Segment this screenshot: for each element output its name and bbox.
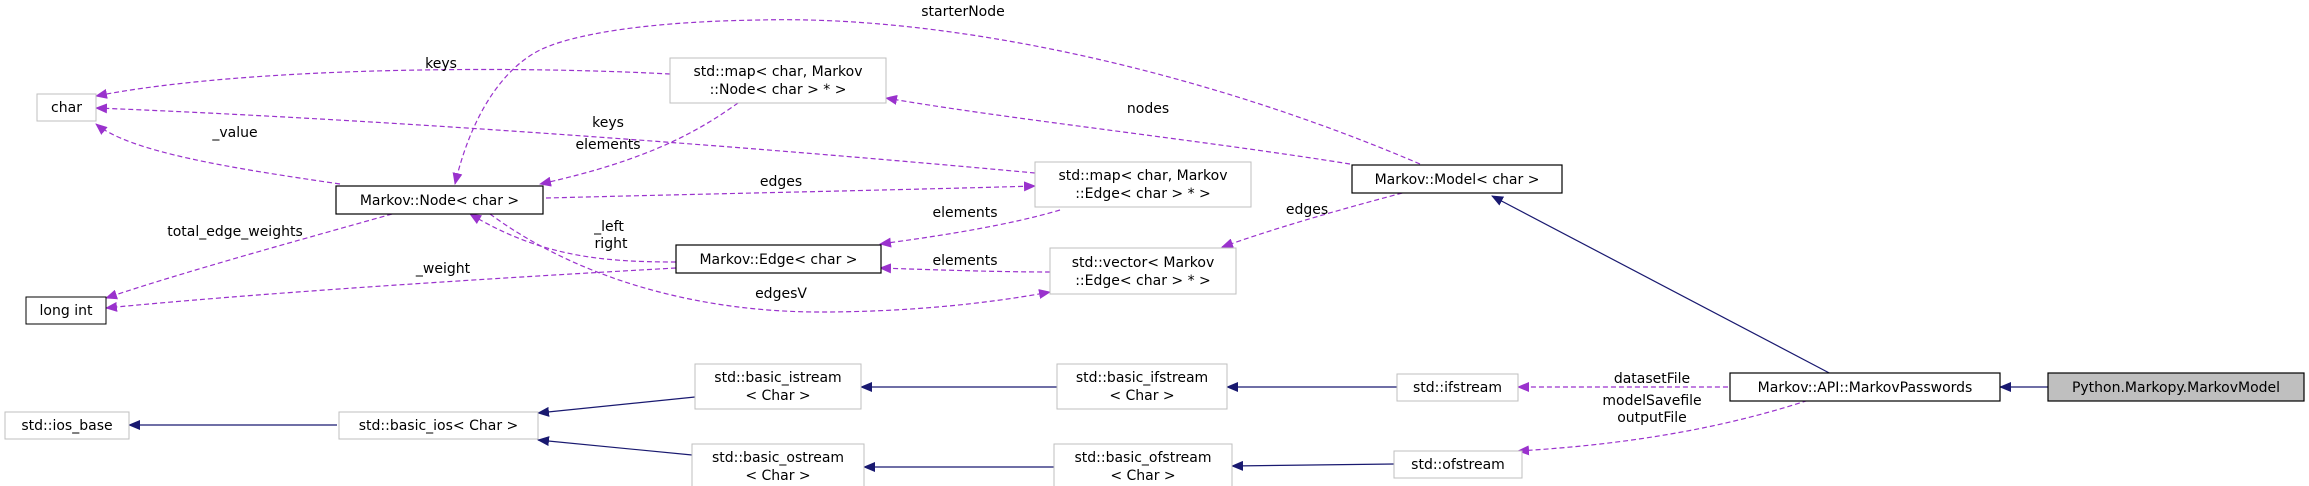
label-right: right bbox=[595, 236, 628, 252]
nodes: char long int std::map< char, Markov ::N… bbox=[4, 57, 2305, 486]
label-elements-node: elements bbox=[575, 137, 640, 153]
node-char-label: char bbox=[51, 100, 82, 116]
label-model-savefile: modelSavefile bbox=[1602, 393, 1701, 409]
edge-keys-map-node-to-char bbox=[95, 68, 671, 99]
node-long-int-label: long int bbox=[40, 303, 93, 319]
edge-basic-istream-to-basic-ios bbox=[537, 396, 696, 417]
node-markov-passwords-label: Markov::API::MarkovPasswords bbox=[1758, 380, 1973, 396]
usage-edges bbox=[95, 19, 1816, 456]
node-markov-node-label: Markov::Node< char > bbox=[360, 193, 519, 209]
node-basic-ostream[interactable]: std::basic_ostream < Char > bbox=[691, 443, 865, 486]
node-map-node[interactable]: std::map< char, Markov ::Node< char > * … bbox=[669, 57, 887, 104]
node-basic-ifstream-line-2: < Char > bbox=[1109, 388, 1174, 404]
node-ifstream[interactable]: std::ifstream bbox=[1396, 373, 1519, 402]
label-weight: _weight bbox=[415, 261, 471, 277]
label-edges-v: edgesV bbox=[755, 286, 807, 302]
edge-ofstream-to-basic-ofstream bbox=[1231, 460, 1395, 471]
node-basic-ios[interactable]: std::basic_ios< Char > bbox=[338, 411, 539, 440]
node-map-edge-line-2: ::Edge< char > * > bbox=[1075, 186, 1211, 202]
node-ofstream[interactable]: std::ofstream bbox=[1393, 450, 1523, 479]
edge-labels: starterNode keys nodes keys _value eleme… bbox=[167, 4, 1701, 426]
edge-basic-ostream-to-basic-ios bbox=[537, 436, 693, 456]
node-ios-base[interactable]: std::ios_base bbox=[4, 411, 130, 440]
edge-elements-map-node-to-node bbox=[539, 102, 739, 187]
node-basic-ifstream-line-1: std::basic_ifstream bbox=[1076, 370, 1208, 386]
edge-elements-vector-to-edge bbox=[879, 263, 1051, 274]
edge-elements-map-edge-to-edge bbox=[879, 209, 1061, 248]
node-markov-edge[interactable]: Markov::Edge< char > bbox=[675, 244, 882, 274]
node-basic-ifstream[interactable]: std::basic_ifstream < Char > bbox=[1056, 363, 1228, 410]
node-markopy-model-label: Python.Markopy.MarkovModel bbox=[2072, 380, 2280, 396]
edge-value-node-to-char bbox=[95, 123, 341, 185]
label-total-edge-weights: total_edge_weights bbox=[167, 224, 303, 240]
node-basic-istream-line-2: < Char > bbox=[745, 388, 810, 404]
label-edges-node: edges bbox=[760, 174, 802, 190]
edge-edges-model-to-vector bbox=[1221, 190, 1411, 249]
edge-edges-v-node-to-vector bbox=[489, 213, 1051, 313]
label-value: _value bbox=[211, 125, 257, 141]
node-vector-edge-line-1: std::vector< Markov bbox=[1072, 255, 1215, 271]
node-markopy-model[interactable]: Python.Markopy.MarkovModel bbox=[2047, 372, 2305, 402]
node-vector-edge-line-2: ::Edge< char > * > bbox=[1075, 273, 1211, 289]
node-basic-ofstream-line-2: < Char > bbox=[1110, 468, 1175, 484]
label-starter-node: starterNode bbox=[921, 4, 1005, 20]
node-map-edge[interactable]: std::map< char, Markov ::Edge< char > * … bbox=[1034, 161, 1252, 208]
node-markov-passwords[interactable]: Markov::API::MarkovPasswords bbox=[1729, 372, 2001, 402]
label-keys-mid: keys bbox=[592, 115, 624, 131]
node-basic-ofstream-line-1: std::basic_ofstream bbox=[1074, 450, 1211, 466]
label-elements-vector: elements bbox=[932, 253, 997, 269]
node-long-int[interactable]: long int bbox=[25, 296, 107, 325]
edge-left-right-edge-to-node bbox=[469, 213, 677, 263]
edge-starter-node-model-to-node bbox=[452, 19, 1421, 185]
node-basic-ios-label: std::basic_ios< Char > bbox=[359, 418, 519, 434]
node-markov-model[interactable]: Markov::Model< char > bbox=[1351, 164, 1563, 194]
node-vector-edge[interactable]: std::vector< Markov ::Edge< char > * > bbox=[1049, 247, 1237, 295]
label-keys-top: keys bbox=[425, 56, 457, 72]
label-nodes: nodes bbox=[1127, 101, 1169, 117]
node-basic-ostream-line-2: < Char > bbox=[745, 468, 810, 484]
node-map-node-line-1: std::map< char, Markov bbox=[693, 64, 862, 80]
edge-nodes-model-to-map-node bbox=[885, 94, 1351, 165]
node-ifstream-label: std::ifstream bbox=[1413, 380, 1502, 396]
node-ios-base-label: std::ios_base bbox=[21, 418, 112, 434]
node-char[interactable]: char bbox=[36, 93, 97, 122]
edge-model-to-passwords bbox=[1491, 195, 1836, 377]
node-basic-ostream-line-1: std::basic_ostream bbox=[712, 450, 844, 466]
inherit-edges bbox=[128, 195, 2048, 472]
label-elements-edge: elements bbox=[932, 205, 997, 221]
label-edges-model: edges bbox=[1286, 202, 1328, 218]
node-markov-node[interactable]: Markov::Node< char > bbox=[335, 185, 544, 215]
label-left: _left bbox=[593, 219, 624, 235]
edge-keys-map-edge-to-char bbox=[95, 103, 1036, 174]
label-dataset-file: datasetFile bbox=[1614, 371, 1690, 387]
edge-weight-edge-to-long-int bbox=[105, 267, 677, 312]
edge-edges-map-edge-to-node bbox=[545, 181, 1036, 199]
node-basic-ofstream[interactable]: std::basic_ofstream < Char > bbox=[1053, 443, 1233, 486]
node-basic-istream[interactable]: std::basic_istream < Char > bbox=[694, 363, 862, 410]
node-map-node-line-2: ::Node< char > * > bbox=[710, 82, 847, 98]
node-markov-model-label: Markov::Model< char > bbox=[1375, 172, 1540, 188]
node-ofstream-label: std::ofstream bbox=[1411, 457, 1505, 473]
node-markov-edge-label: Markov::Edge< char > bbox=[699, 252, 857, 268]
node-map-edge-line-1: std::map< char, Markov bbox=[1058, 168, 1227, 184]
node-basic-istream-line-1: std::basic_istream bbox=[714, 370, 841, 386]
label-output-file: outputFile bbox=[1617, 410, 1687, 426]
